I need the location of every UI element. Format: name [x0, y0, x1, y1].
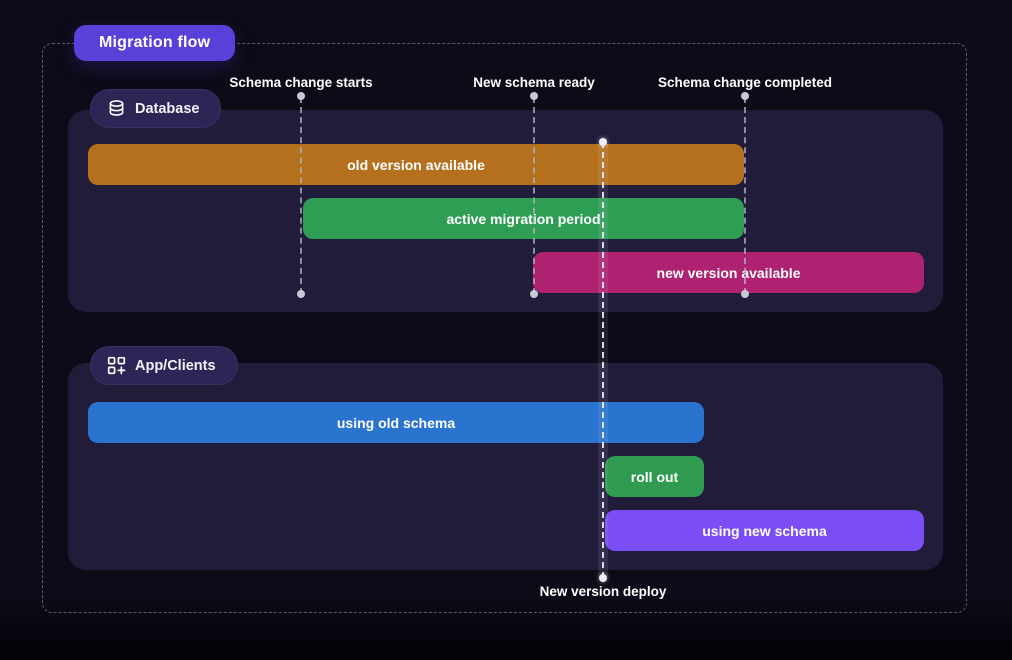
- milestone-dot-bottom-new-schema-ready: [530, 290, 538, 298]
- deploy-dot-top: [599, 138, 607, 146]
- database-icon: [107, 99, 126, 118]
- milestone-dot-top-schema-change-starts: [297, 92, 305, 100]
- milestone-line-schema-change-starts: [300, 97, 302, 294]
- bar-new-version-available: new version available: [533, 252, 924, 293]
- bar-roll-out: roll out: [605, 456, 704, 497]
- dashed-frame: [42, 43, 967, 613]
- milestone-line-new-schema-ready: [533, 97, 535, 294]
- apps-icon: [107, 356, 126, 375]
- milestone-label-new-schema-ready: New schema ready: [473, 75, 595, 90]
- milestone-label-schema-change-completed: Schema change completed: [657, 75, 833, 90]
- bar-using-new-schema: using new schema: [605, 510, 924, 551]
- milestone-dot-bottom-schema-change-starts: [297, 290, 305, 298]
- bar-active-migration-period: active migration period: [303, 198, 744, 239]
- milestone-label-schema-change-starts: Schema change starts: [229, 75, 373, 90]
- diagram-title-badge: Migration flow: [74, 25, 236, 61]
- new-version-deploy-label: New version deploy: [539, 584, 667, 599]
- app-clients-badge: App/Clients: [90, 346, 238, 385]
- diagram-title: Migration flow: [99, 34, 211, 51]
- milestone-dot-top-new-schema-ready: [530, 92, 538, 100]
- database-badge-label: Database: [135, 100, 200, 117]
- new-version-deploy-line: [602, 142, 604, 578]
- app-clients-badge-label: App/Clients: [135, 357, 216, 374]
- database-badge: Database: [90, 89, 222, 128]
- milestone-line-schema-change-completed: [744, 97, 746, 294]
- bar-old-version-available: old version available: [88, 144, 744, 185]
- bar-using-old-schema: using old schema: [88, 402, 704, 443]
- deploy-dot-bottom: [599, 574, 607, 582]
- milestone-dot-top-schema-change-completed: [741, 92, 749, 100]
- milestone-dot-bottom-schema-change-completed: [741, 290, 749, 298]
